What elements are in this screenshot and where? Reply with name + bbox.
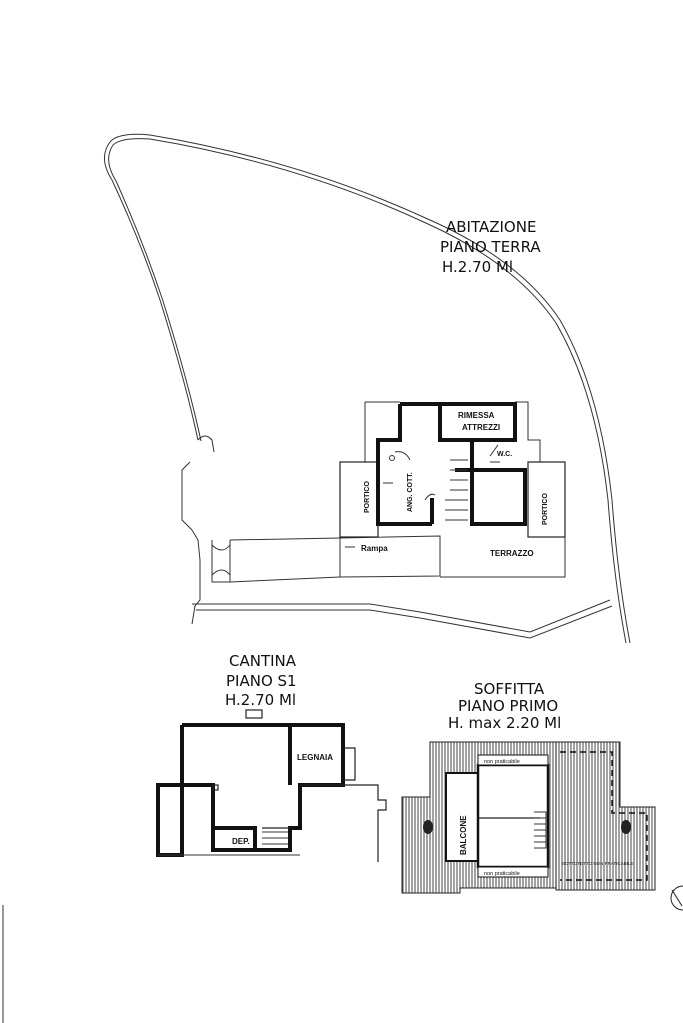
- rampa-label: Rampa: [361, 544, 388, 553]
- ground-title-line1: ABITAZIONE: [446, 218, 536, 236]
- non-praticabile-bottom-label: non praticabile: [484, 871, 520, 877]
- window-symbol-left: [423, 820, 433, 834]
- rimessa-label-2: ATTREZZI: [462, 423, 500, 432]
- dep-label: DEP.: [232, 837, 250, 846]
- non-praticabile-bottom: [477, 866, 549, 878]
- portico-right-label: PORTICO: [542, 493, 549, 525]
- ground-title-line2: PIANO TERRA: [440, 238, 541, 256]
- north-arrow-icon: [670, 885, 683, 911]
- ang-cott-label: ANG. COTT.: [407, 472, 414, 512]
- basement-title: CANTINA PIANO S1 H.2.70 Ml: [225, 652, 297, 709]
- attic-title-line3: H. max 2.20 Ml: [448, 714, 561, 732]
- attic-title-line2: PIANO PRIMO: [458, 697, 558, 715]
- basement-title-line3: H.2.70 Ml: [225, 691, 296, 709]
- sottotetto-label: SOTTOTETTO NON PRATICABILE: [562, 861, 634, 866]
- wc-label: W.C.: [497, 451, 512, 458]
- basement-title-line1: CANTINA: [229, 652, 297, 670]
- ground-stair: [445, 459, 468, 521]
- balcone-label: BALCONE: [459, 815, 468, 855]
- site-boundary: [104, 133, 631, 644]
- terrazzo-label: TERRAZZO: [490, 549, 534, 558]
- basement-plan: [156, 709, 387, 862]
- portico-left-label: PORTICO: [364, 481, 371, 513]
- window-symbol-right: [621, 820, 631, 834]
- portico-left: [339, 461, 379, 538]
- non-praticabile-top: [477, 754, 549, 766]
- attic-plan: [401, 741, 656, 894]
- legnaia-label: LEGNAIA: [297, 753, 333, 762]
- rimessa-label-1: RIMESSA: [458, 411, 495, 420]
- ground-floor-title: ABITAZIONE PIANO TERRA H.2.70 Ml: [440, 218, 541, 276]
- attic-title: SOFFITTA PIANO PRIMO H. max 2.20 Ml: [448, 680, 561, 732]
- ground-title-line3: H.2.70 Ml: [442, 258, 513, 276]
- basement-title-line2: PIANO S1: [226, 672, 297, 690]
- ground-floor-plan: [339, 401, 566, 578]
- non-praticabile-top-label: non praticabile: [484, 759, 520, 765]
- balcone-area: [445, 772, 479, 862]
- attic-title-line1: SOFFITTA: [474, 680, 545, 698]
- roof-hatch-right: [555, 741, 656, 891]
- portico-right: [527, 461, 566, 538]
- attic-room: [476, 763, 550, 869]
